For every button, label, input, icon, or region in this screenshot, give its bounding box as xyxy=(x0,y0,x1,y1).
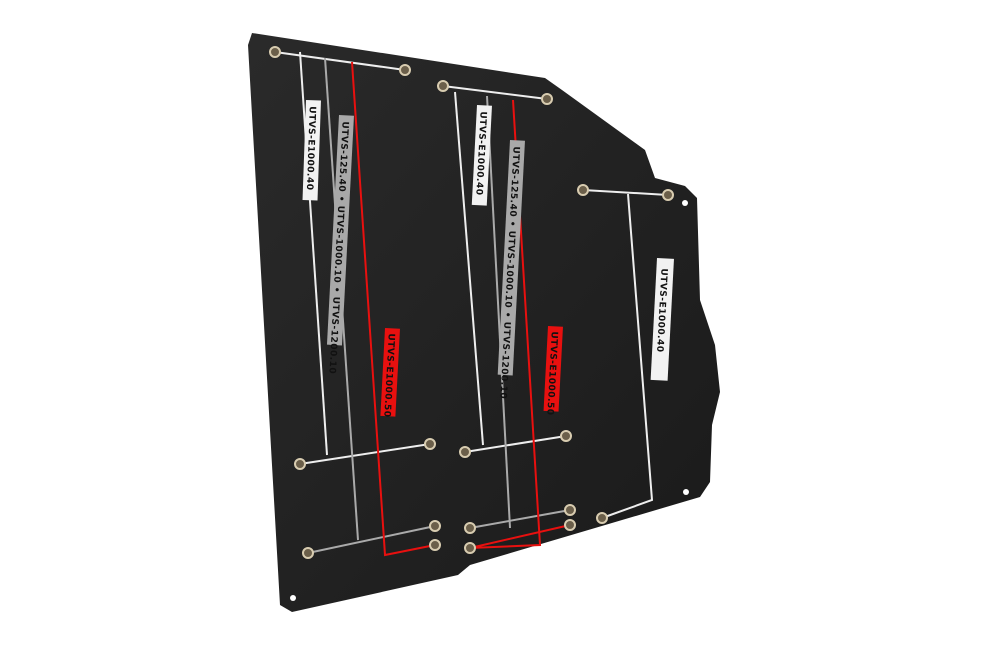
grommet-holes xyxy=(269,46,674,559)
plate-body xyxy=(248,33,720,612)
label-white-middle: UTVS-E1000.40 xyxy=(473,111,487,196)
middle-rail-group xyxy=(442,85,571,549)
label-red-left: UTVS-E1000.50 xyxy=(381,333,395,418)
right-rail-group xyxy=(582,189,669,519)
label-white-left: UTVS-E1000.40 xyxy=(304,106,317,191)
mounting-holes xyxy=(290,200,689,601)
label-white-right: UTVS-E1000.40 xyxy=(654,268,668,353)
label-red-middle: UTVS-E1000.50 xyxy=(544,331,558,416)
